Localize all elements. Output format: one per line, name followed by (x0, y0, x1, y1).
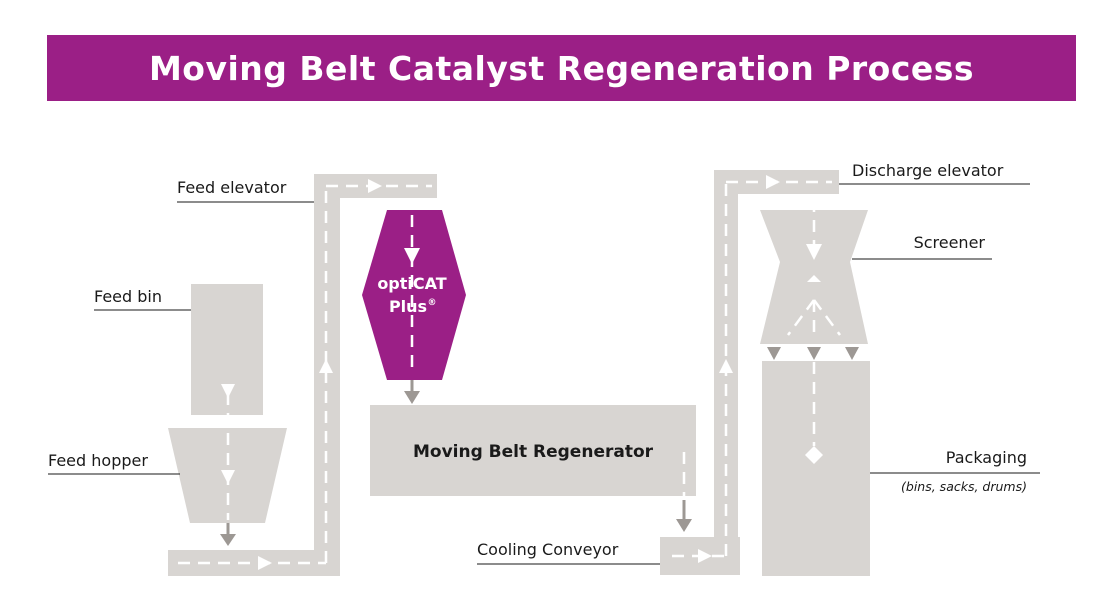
screener-down-arrow-icon (806, 244, 822, 260)
feed-bin-arrow-icon (221, 384, 235, 398)
regenerator-label: Moving Belt Regenerator (413, 442, 654, 462)
elevator-up-arrow-icon (319, 359, 333, 373)
bottom-conveyor (168, 550, 337, 576)
opticat-down-arrow-icon (404, 248, 420, 264)
screener-out-center-arrow-icon (807, 347, 821, 360)
page-title: Moving Belt Catalyst Regeneration Proces… (148, 48, 975, 88)
elevator-top-arrow-icon (368, 179, 382, 193)
hopper-to-conveyor-arrow-icon (220, 534, 236, 546)
conveyor-arrow-icon (258, 556, 272, 570)
opticat-to-regenerator-arrow-icon (404, 391, 420, 404)
registered-mark: ® (428, 298, 437, 308)
screener-out-right-arrow-icon (845, 347, 859, 360)
opticat-plus-unit (362, 210, 466, 380)
feed-elevator-label: Feed elevator (177, 178, 287, 197)
screener-split-icon (807, 275, 821, 282)
packaging-label: Packaging (946, 448, 1027, 467)
cooling-conveyor-label: Cooling Conveyor (477, 540, 619, 559)
title-banner: Moving Belt Catalyst Regeneration Proces… (47, 35, 1076, 101)
opticat-label: optiCAT (377, 274, 446, 293)
discharge-up-arrow-icon (719, 359, 733, 373)
regenerator-to-cooling-arrow-icon (676, 519, 692, 532)
screener-right-branch (812, 299, 842, 336)
feed-hopper-label: Feed hopper (48, 451, 148, 470)
opticat-plus-label: Plus (389, 297, 427, 316)
packaging-diamond-icon (805, 446, 823, 464)
feed-bin-label: Feed bin (94, 287, 162, 306)
screener-left-branch (786, 299, 816, 336)
screener-out-left-arrow-icon (767, 347, 781, 360)
hopper-arrow-icon (221, 470, 235, 484)
moving-belt-regenerator (370, 405, 696, 496)
packaging-bin (762, 361, 870, 576)
discharge-elevator-label: Discharge elevator (852, 161, 1004, 180)
screener-label: Screener (914, 233, 986, 252)
cooling-conveyor-arrow-icon (698, 549, 712, 563)
packaging-sub-label: (bins, sacks, drums) (901, 479, 1027, 494)
discharge-top-arrow-icon (766, 175, 780, 189)
